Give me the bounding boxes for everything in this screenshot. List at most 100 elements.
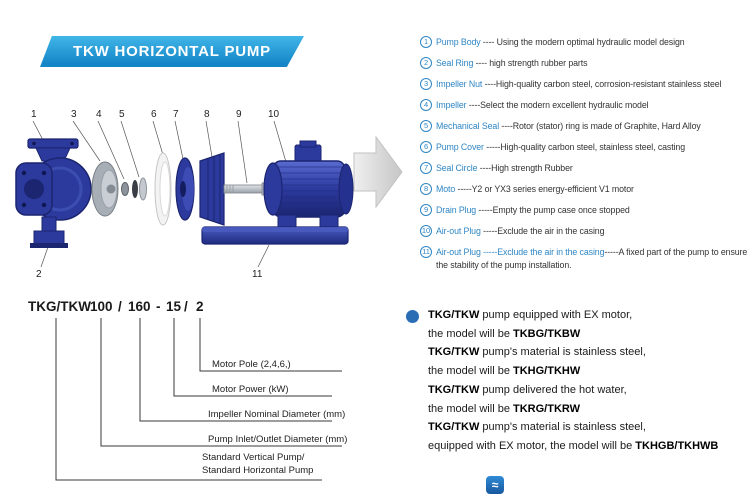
title-banner: TKW HORIZONTAL PUMP bbox=[40, 36, 304, 67]
model-code-token: / bbox=[118, 299, 122, 314]
part-number-label: 6 bbox=[151, 109, 157, 120]
model-code-token: 15 bbox=[166, 299, 182, 314]
model-notes: TKG/TKW pump equipped with EX motor, the… bbox=[400, 306, 754, 456]
note-text: the model will be bbox=[428, 365, 513, 378]
part-name: Drain Plug bbox=[436, 205, 477, 215]
list-item: 7 Seal Circle ----High strength Rubber bbox=[420, 162, 754, 175]
motor-part bbox=[263, 140, 354, 228]
model-code-token: TKG/TKW bbox=[28, 299, 91, 314]
part-desc: -----Y2 or YX3 series energy-efficient V… bbox=[455, 184, 634, 194]
note-line: equipped with EX motor, the model will b… bbox=[428, 437, 754, 456]
note-model-bold: TKRG/TKRW bbox=[513, 402, 581, 415]
part-desc: ---- high strength rubber parts bbox=[473, 58, 588, 68]
note-model-bold: TKHGB/TKHWB bbox=[635, 439, 719, 452]
part-number-badge: 4 bbox=[420, 99, 432, 111]
list-item: 3 Impeller Nut ----High-quality carbon s… bbox=[420, 78, 754, 91]
bearing-bracket-part bbox=[199, 152, 225, 226]
part-name: Air-out Plug bbox=[436, 247, 481, 257]
part-name: Moto bbox=[436, 184, 456, 194]
part-name: Seal Circle bbox=[436, 163, 478, 173]
list-item: 1 Pump Body ---- Using the modern optima… bbox=[420, 36, 754, 49]
part-number-badge: 8 bbox=[420, 183, 432, 195]
list-item: 8 Moto -----Y2 or YX3 series energy-effi… bbox=[420, 183, 754, 196]
page-title: TKW HORIZONTAL PUMP bbox=[73, 43, 271, 60]
part-number-badge: 10 bbox=[420, 225, 432, 237]
part-name: Pump Body bbox=[436, 37, 481, 47]
part-desc: ----Select the modern excellent hydrauli… bbox=[466, 100, 649, 110]
part-number-badge: 1 bbox=[420, 36, 432, 48]
part-desc: -----High-quality carbon steel, stainles… bbox=[483, 142, 685, 152]
note-text: the model will be bbox=[428, 327, 513, 340]
bullet-dot-icon bbox=[406, 310, 419, 323]
note-text: pump's material is stainless steel, bbox=[479, 421, 646, 434]
part-desc: ----High strength Rubber bbox=[477, 163, 573, 173]
model-code-token: 160 bbox=[128, 299, 151, 314]
part-number-label: 4 bbox=[96, 109, 102, 120]
impeller-nut-part bbox=[121, 182, 129, 196]
note-text: pump delivered the hot water, bbox=[479, 383, 627, 396]
list-item: 5 Mechanical Seal ----Rotor (stator) rin… bbox=[420, 120, 754, 133]
part-number-badge: 7 bbox=[420, 162, 432, 174]
list-item: 6 Pump Cover -----High-quality carbon st… bbox=[420, 141, 754, 154]
model-code-token: 100 bbox=[90, 299, 113, 314]
list-item: 2 Seal Ring ---- high strength rubber pa… bbox=[420, 57, 754, 70]
part-name: Mechanical Seal bbox=[436, 121, 500, 131]
part-number-label: 10 bbox=[268, 109, 280, 120]
part-desc: -----Empty the pump case once stopped bbox=[476, 205, 630, 215]
part-number-label: 1 bbox=[31, 109, 37, 120]
part-number-label: 2 bbox=[36, 269, 42, 280]
arrow-right-icon bbox=[353, 135, 403, 209]
model-code: TKG/TKW 100 / 160 - 15 / 2 bbox=[28, 299, 248, 315]
part-desc: ----High-quality carbon steel, corrosion… bbox=[482, 79, 722, 89]
note-line: TKG/TKW pump's material is stainless ste… bbox=[428, 418, 754, 437]
baseplate-part bbox=[201, 226, 349, 245]
list-item: 10 Air-out Plug -----Exclude the air in … bbox=[420, 225, 754, 238]
note-bold: TKG/TKW bbox=[428, 421, 480, 434]
part-name: Impeller bbox=[436, 100, 467, 110]
note-line: TKG/TKW pump equipped with EX motor, bbox=[428, 306, 754, 325]
impeller-part bbox=[91, 161, 119, 217]
part-desc-blue: -----Exclude the air in the casing bbox=[480, 247, 605, 257]
part-number-labels: 1 3 4 5 6 7 8 9 10 2 11 bbox=[31, 109, 280, 280]
footer-logo-icon: ≈ bbox=[486, 476, 504, 494]
note-text: pump equipped with EX motor, bbox=[479, 309, 633, 321]
note-bold: TKG/TKW bbox=[428, 383, 480, 396]
callout-pump-type: Standard Vertical Pump/ Standard Horizon… bbox=[202, 452, 313, 477]
callout-motor-power: Motor Power (kW) bbox=[212, 384, 289, 395]
pump-body-part bbox=[15, 138, 92, 248]
shaft-part bbox=[223, 182, 271, 196]
callout-impeller-diameter: Impeller Nominal Diameter (mm) bbox=[208, 409, 346, 420]
callout-motor-pole: Motor Pole (2,4,6,) bbox=[212, 359, 291, 370]
part-number-label: 11 bbox=[252, 269, 263, 280]
part-number-badge: 9 bbox=[420, 204, 432, 216]
note-model-bold: TKBG/TKBW bbox=[513, 327, 581, 340]
pump-exploded-diagram: 1 3 4 5 6 7 8 9 10 2 11 bbox=[15, 109, 403, 280]
note-line: TKG/TKW pump's material is stainless ste… bbox=[428, 343, 754, 362]
list-item: 11 Air-out Plug -----Exclude the air in … bbox=[420, 246, 754, 271]
model-code-token: - bbox=[156, 299, 161, 314]
part-name: Impeller Nut bbox=[436, 79, 483, 89]
part-number-badge: 2 bbox=[420, 57, 432, 69]
part-desc: -----A fixed part of the pump to ensure … bbox=[436, 247, 748, 270]
model-code-token: 2 bbox=[196, 299, 204, 314]
part-desc: -----Exclude the air in the casing bbox=[480, 226, 605, 236]
list-item: 9 Drain Plug -----Empty the pump case on… bbox=[420, 204, 754, 217]
note-bold: TKG/TKW bbox=[428, 346, 480, 359]
note-line: the model will be TKBG/TKBW bbox=[428, 325, 754, 344]
note-text: pump's material is stainless steel, bbox=[479, 346, 646, 359]
part-number-badge: 3 bbox=[420, 78, 432, 90]
part-desc: ---- Using the modern optimal hydraulic … bbox=[480, 37, 685, 47]
part-number-badge: 6 bbox=[420, 141, 432, 153]
part-desc: ----Rotor (stator) ring is made of Graph… bbox=[499, 121, 701, 131]
part-name: Air-out Plug bbox=[436, 226, 481, 236]
note-bold: TKG/TKW bbox=[428, 309, 480, 321]
model-code-token: / bbox=[184, 299, 188, 314]
part-name: Pump Cover bbox=[436, 142, 484, 152]
part-number-badge: 5 bbox=[420, 120, 432, 132]
note-line: the model will be TKHG/TKHW bbox=[428, 362, 754, 381]
part-number-label: 9 bbox=[236, 109, 242, 120]
pump-cover-part bbox=[175, 157, 195, 221]
parts-list: 1 Pump Body ---- Using the modern optima… bbox=[420, 36, 754, 271]
seal-circle-part bbox=[154, 152, 172, 226]
